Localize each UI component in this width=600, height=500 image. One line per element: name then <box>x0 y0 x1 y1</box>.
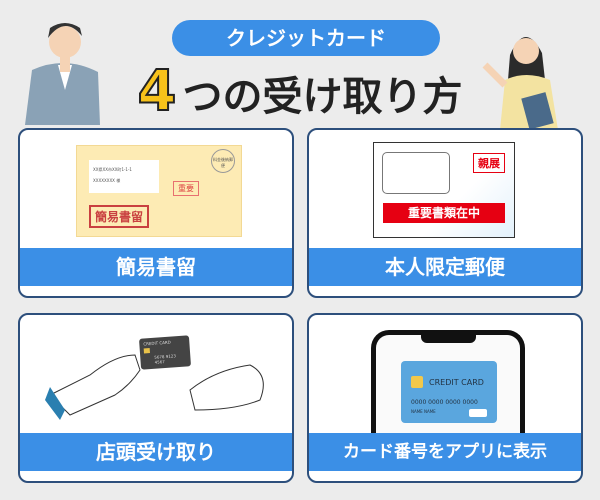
card-number: 0000 0000 0000 0000 <box>411 399 478 406</box>
postage-stamp: 料金後納郵便 <box>211 149 235 173</box>
credit-card-blue: CREDIT CARD 0000 0000 0000 0000 NAME NAM… <box>401 361 497 423</box>
address-label: XX県XX市XX町1-1-1 XXXXXXXX 様 <box>89 160 159 193</box>
envelope-illustration: 親展 重要書類在中 <box>373 142 515 238</box>
card-brand: CREDIT CARD <box>143 339 171 347</box>
category-pill: クレジットカード <box>172 20 440 56</box>
woman-presenting-illustration <box>480 15 580 130</box>
card-store-pickup: CREDIT CARD 5678 9123 4567 店頭受け取り <box>18 313 294 483</box>
hands-illustration <box>45 354 264 420</box>
card-number: 5678 9123 4567 <box>154 353 177 365</box>
title-text: つの受け取り方 <box>182 74 463 120</box>
card-holder-name: NAME NAME <box>411 409 436 414</box>
confidential-stamp: 親展 <box>473 153 505 173</box>
card-app-display: CREDIT CARD 0000 0000 0000 0000 NAME NAM… <box>307 313 583 483</box>
card-sign-panel <box>469 409 487 417</box>
important-stamp: 重要 <box>173 181 199 196</box>
man-thinking-illustration <box>20 10 100 125</box>
phone-notch <box>421 333 476 343</box>
card-chip-icon <box>143 348 151 354</box>
envelope-illustration: XX県XX市XX町1-1-1 XXXXXXXX 様 料金後納郵便 重要 簡易書留 <box>76 145 242 237</box>
registered-stamp: 簡易書留 <box>89 205 150 228</box>
recipient-text: XXXXXXXX 様 <box>93 178 121 183</box>
address-window <box>382 152 450 194</box>
smartphone-illustration: CREDIT CARD 0000 0000 0000 0000 NAME NAM… <box>371 330 525 440</box>
card-label: 本人限定郵便 <box>309 248 581 286</box>
credit-card-dark: CREDIT CARD 5678 9123 4567 <box>138 335 192 370</box>
card-restricted-delivery: 親展 重要書類在中 本人限定郵便 <box>307 128 583 298</box>
card-chip-icon <box>411 376 423 388</box>
card-label: 簡易書留 <box>20 248 292 286</box>
card-label: カード番号をアプリに表示 <box>309 433 581 471</box>
card-registered-mail: XX県XX市XX町1-1-1 XXXXXXXX 様 料金後納郵便 重要 簡易書留… <box>18 128 294 298</box>
important-documents-banner: 重要書類在中 <box>383 203 505 223</box>
card-label: 店頭受け取り <box>20 433 292 471</box>
address-text: XX県XX市XX町1-1-1 <box>93 167 132 172</box>
card-brand: CREDIT CARD <box>429 378 484 387</box>
title-number: 4 <box>137 59 178 124</box>
